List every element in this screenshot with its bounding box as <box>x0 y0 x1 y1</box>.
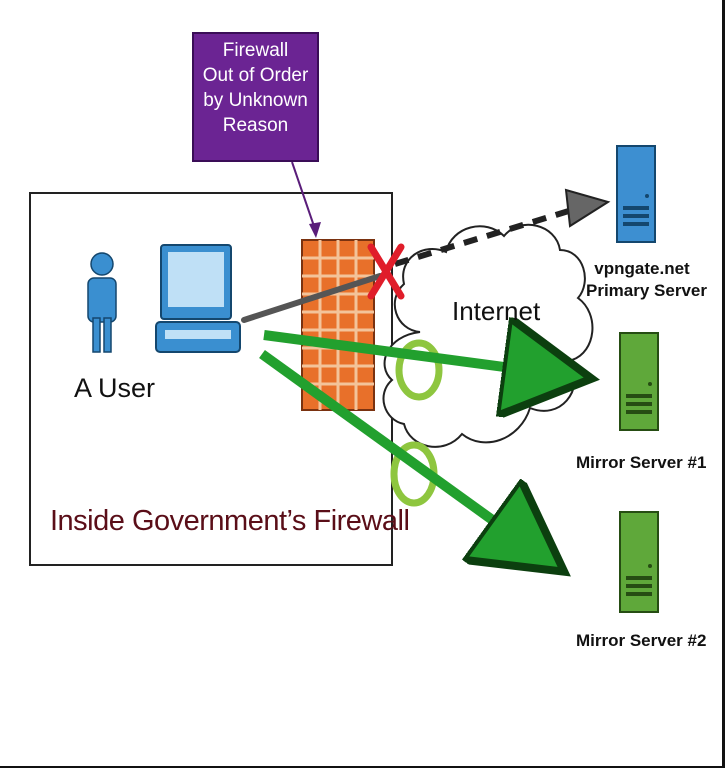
dashed-arrowhead <box>564 188 611 228</box>
dashed-connection-line <box>394 207 573 267</box>
callout-pointer-head <box>309 222 321 238</box>
tunnel-ring-icon <box>395 339 443 401</box>
laptop-icon <box>155 244 241 353</box>
green-arrow-mirror2 <box>259 349 548 560</box>
primary-server-icon <box>616 145 656 243</box>
blocked-connection-line <box>241 273 383 323</box>
x-mark-icon <box>367 243 405 300</box>
mirror-server-1-label: Mirror Server #1 <box>576 453 707 472</box>
person-icon <box>87 252 117 353</box>
zone-label: Inside Government’s Firewall <box>50 505 410 537</box>
mirror-server-2-label: Mirror Server #2 <box>576 631 707 650</box>
callout-pointer <box>291 161 317 233</box>
firewall-status-callout: Firewall Out of Order by Unknown Reason <box>192 32 319 162</box>
primary-server-role: Primary Server <box>586 281 707 300</box>
callout-line: Firewall <box>222 40 289 61</box>
mirror-server-2-icon <box>619 511 659 613</box>
primary-server-label: vpngate.net Primary Server <box>586 258 707 302</box>
callout-line: Reason <box>222 115 289 136</box>
callout-line: by Unknown <box>203 90 308 111</box>
frame-edge-bottom <box>0 766 725 768</box>
primary-server-domain: vpngate.net <box>594 259 690 278</box>
internet-label: Internet <box>452 296 541 326</box>
user-label: A User <box>74 373 156 403</box>
mirror-server-1-icon <box>619 332 659 431</box>
frame-edge-right <box>722 0 725 768</box>
cloud-icon <box>382 223 594 448</box>
green-arrow-mirror1 <box>263 335 572 376</box>
callout-line: Out of Order <box>202 65 309 86</box>
